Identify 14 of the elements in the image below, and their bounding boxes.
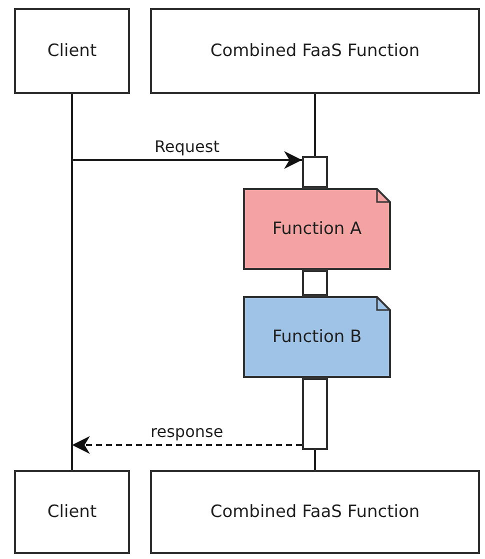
participant-box: Combined FaaS Function [150, 8, 480, 94]
note: Function B [243, 296, 391, 378]
participant-box: Client [14, 470, 130, 554]
activation-bar [302, 378, 328, 450]
lifeline [71, 94, 73, 470]
message-arrow [72, 436, 302, 454]
participant-box: Client [14, 8, 130, 94]
activation-bar [302, 156, 328, 188]
message-arrow [72, 151, 302, 169]
note: Function A [243, 188, 391, 270]
activation-bar [302, 270, 328, 296]
lifeline [314, 450, 316, 470]
lifeline [314, 94, 316, 156]
participant-box: Combined FaaS Function [150, 470, 480, 554]
